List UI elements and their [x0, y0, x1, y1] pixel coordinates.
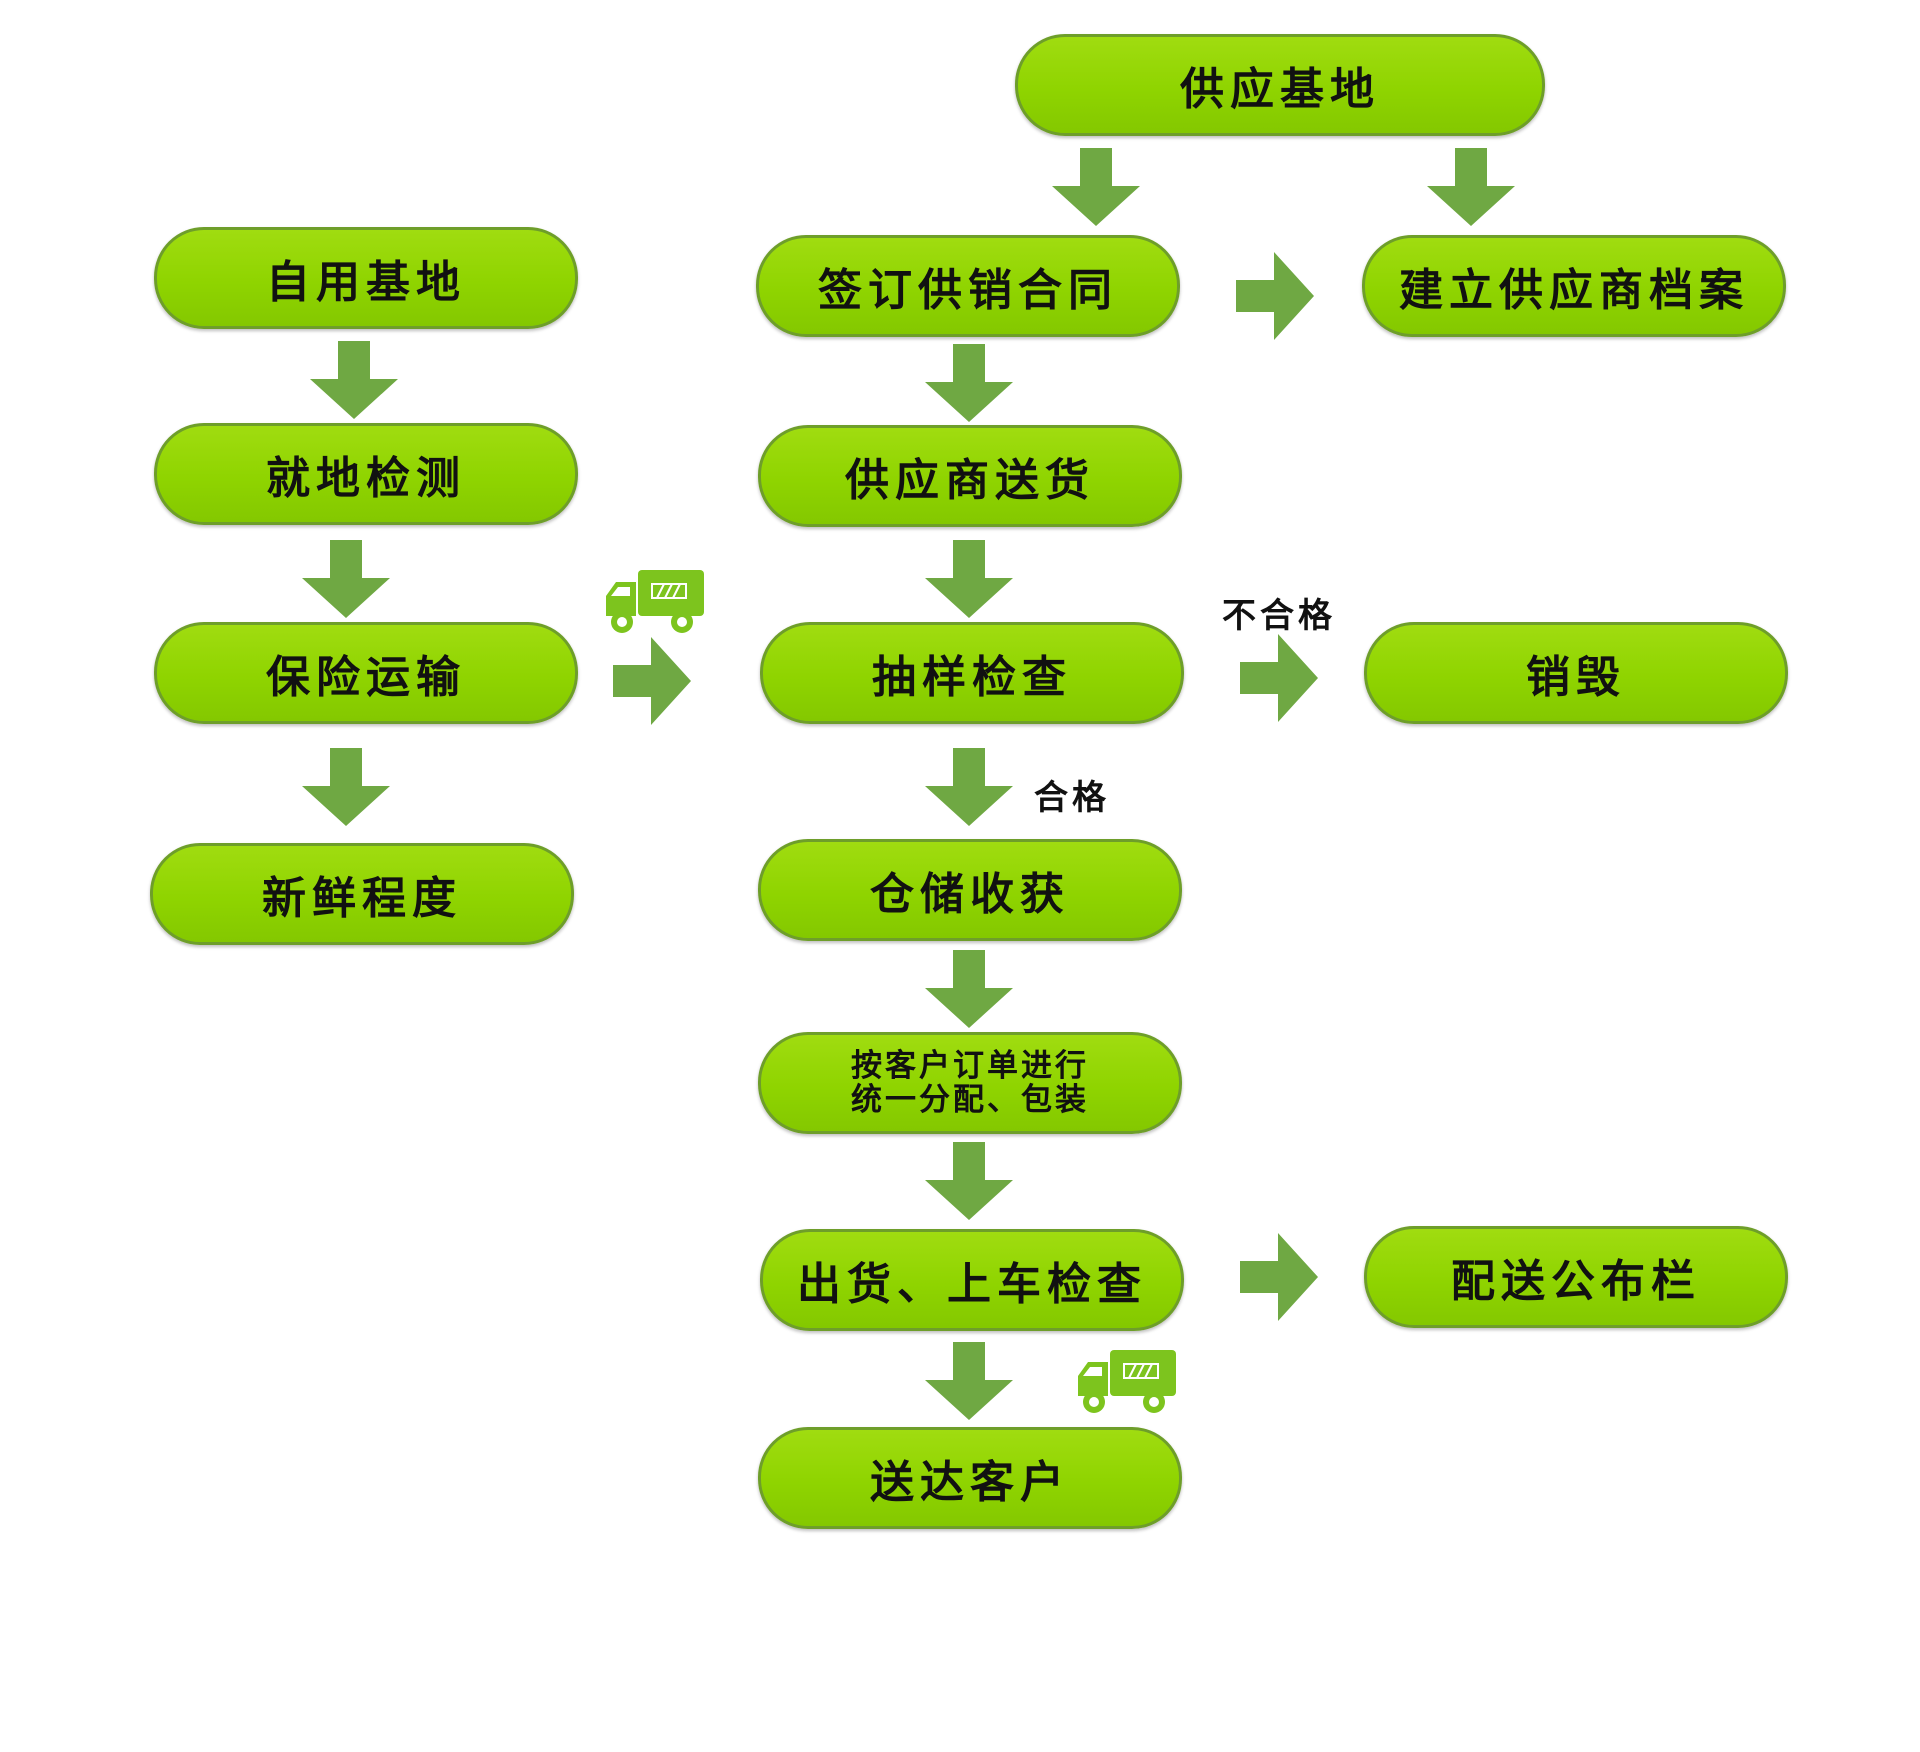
truck-icon [606, 570, 704, 633]
node-deliver-customer: 送达客户 [758, 1427, 1182, 1529]
node-own-base: 自用基地 [154, 227, 578, 329]
node-distribute-line2: 统一分配、包装 [851, 1082, 1089, 1118]
node-shipping-check: 出货、上车检查 [760, 1229, 1184, 1331]
node-sign-contract: 签订供销合同 [756, 235, 1180, 337]
arrow-right-sampling-to-destroy [1240, 634, 1318, 722]
node-supplier-delivery: 供应商送货 [758, 425, 1182, 527]
arrow-down-contract-to-delivery [925, 344, 1013, 422]
arrow-down-sampling-to-warehouse [925, 748, 1013, 826]
label-qualified: 合格 [1034, 778, 1110, 818]
node-insured-transport: 保险运输 [154, 622, 578, 724]
arrow-down-supply-to-contract [1052, 148, 1140, 226]
node-warehouse-receive: 仓储收获 [758, 839, 1182, 941]
node-freshness: 新鲜程度 [150, 843, 574, 945]
label-unqualified: 不合格 [1222, 596, 1336, 636]
arrow-down-own-to-inspection [310, 341, 398, 419]
arrow-right-contract-to-archive [1236, 252, 1314, 340]
node-onsite-inspection: 就地检测 [154, 423, 578, 525]
arrow-down-shipping-to-customer [925, 1342, 1013, 1420]
node-distribute-line1: 按客户订单进行 [851, 1047, 1089, 1084]
arrow-down-inspection-to-transport [302, 540, 390, 618]
node-distribute-pack: 按客户订单进行 统一分配、包装 [758, 1032, 1182, 1134]
node-delivery-board: 配送公布栏 [1364, 1226, 1788, 1328]
node-destroy: 销毁 [1364, 622, 1788, 724]
arrow-right-transport-to-sampling [613, 637, 691, 725]
arrow-down-supply-to-archive [1427, 148, 1515, 226]
node-sampling-check: 抽样检查 [760, 622, 1184, 724]
arrow-down-warehouse-to-distribute [925, 950, 1013, 1028]
arrow-down-distribute-to-shipping [925, 1142, 1013, 1220]
arrow-down-delivery-to-sampling [925, 540, 1013, 618]
truck-icon [1078, 1350, 1176, 1413]
node-supplier-archive: 建立供应商档案 [1362, 235, 1786, 337]
arrow-down-transport-to-freshness [302, 748, 390, 826]
arrow-right-shipping-to-board [1240, 1233, 1318, 1321]
node-supply-base: 供应基地 [1015, 34, 1545, 136]
